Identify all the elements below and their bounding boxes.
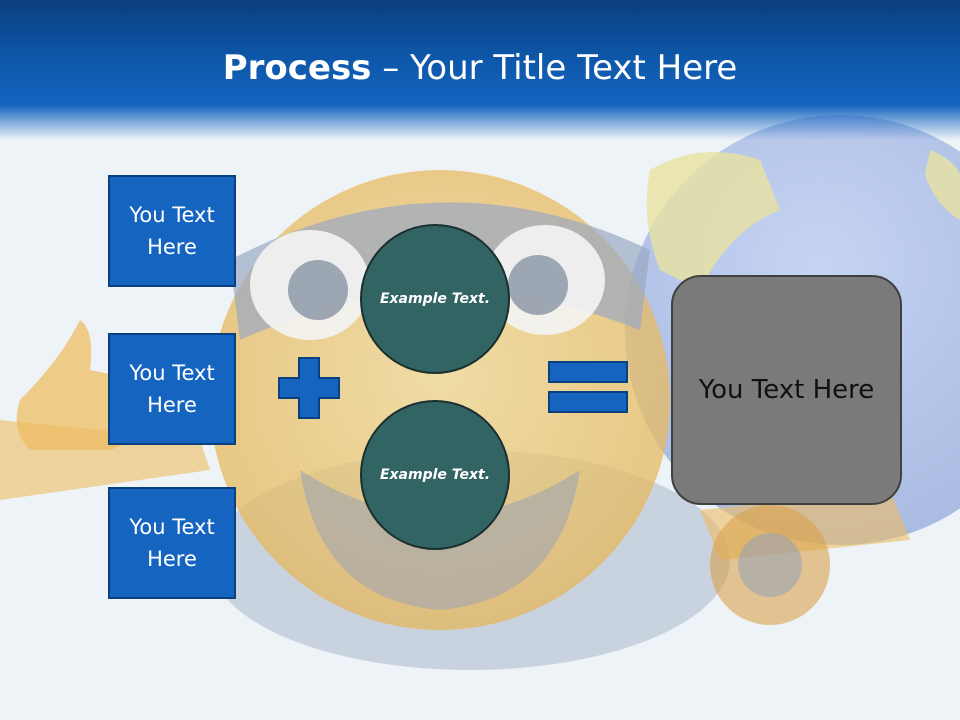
text-box-3: You Text Here [108, 487, 236, 599]
text-box-2: You Text Here [108, 333, 236, 445]
slide-title: Process – Your Title Text Here [0, 48, 960, 88]
plus-icon [278, 357, 340, 419]
example-circle-2: Example Text. [360, 400, 510, 550]
result-box: You Text Here [671, 275, 902, 505]
title-bar [0, 0, 960, 140]
title-rest: – Your Title Text Here [371, 48, 738, 88]
example-circle-1: Example Text. [360, 224, 510, 374]
equals-icon [548, 361, 628, 413]
text-box-1: You Text Here [108, 175, 236, 287]
title-bold: Process [222, 48, 372, 88]
